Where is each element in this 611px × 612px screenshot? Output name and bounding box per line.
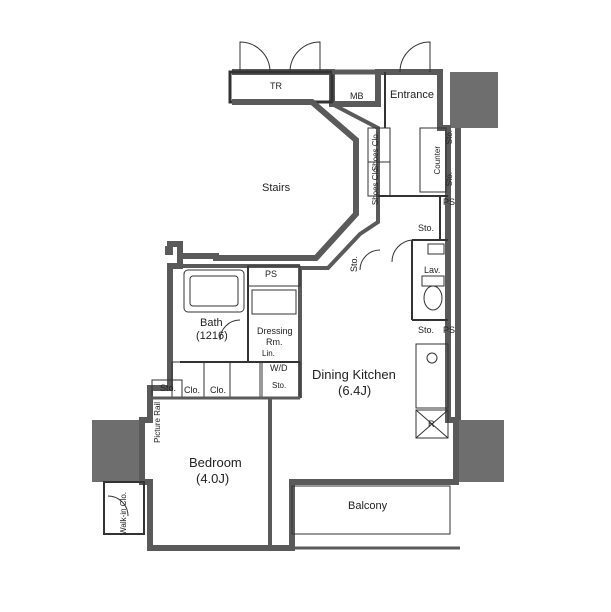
- label-sto-bed: Sto.: [160, 383, 177, 393]
- label-lin: Lin.: [262, 349, 275, 358]
- ps-box: [247, 265, 301, 287]
- door-swing-walkin: [107, 495, 129, 517]
- door-swing-bath: [219, 319, 241, 341]
- door-swing-lav: [391, 239, 413, 263]
- label-ps-top: PS: [443, 197, 456, 207]
- fridge: [415, 409, 449, 439]
- label-shoes-clo-bottom: Shoes Clo.: [371, 166, 380, 206]
- column-top-right: [450, 72, 498, 128]
- column-bottom-left: [92, 420, 142, 482]
- label-dk-size: (6.4J): [338, 383, 372, 398]
- label-ps-mid: PS: [265, 269, 278, 279]
- label-dressing-rm: Rm.: [266, 337, 283, 347]
- label-clo-b: Clo.: [210, 385, 227, 395]
- label-entrance: Entrance: [390, 89, 435, 101]
- column-bottom-right: [456, 420, 504, 482]
- label-dining-kitchen: Dining Kitchen: [312, 367, 396, 382]
- lav-sink: [427, 243, 445, 255]
- counter-box: [419, 127, 447, 193]
- label-clo-a: Clo.: [184, 385, 201, 395]
- fridge-x2: [415, 409, 449, 439]
- label-balcony: Balcony: [348, 500, 388, 512]
- label-bedroom-size: (4.0J): [196, 471, 230, 486]
- label-tr: TR: [270, 81, 282, 91]
- balcony-area: [291, 485, 451, 535]
- label-sto-entry: Sto.: [349, 256, 359, 273]
- stairs-wall: [177, 99, 359, 261]
- dressing-sink: [251, 289, 297, 315]
- label-mb: MB: [350, 91, 364, 101]
- label-ps-bottom: PS: [443, 325, 456, 335]
- label-sto-kitchen: Sto.: [418, 325, 435, 335]
- label-stairs: Stairs: [262, 182, 291, 194]
- label-counter: Counter: [433, 146, 442, 175]
- label-sto-wd: Sto.: [272, 381, 287, 390]
- door-swing-entry-sto: [359, 249, 381, 271]
- label-dressing: Dressing: [257, 326, 293, 336]
- label-picture-rail: Picture Rail: [153, 402, 162, 443]
- label-wd: W/D: [270, 363, 288, 373]
- stove: [426, 352, 438, 364]
- label-bedroom: Bedroom: [189, 455, 242, 470]
- kitchen-counter: [415, 343, 449, 409]
- door-swing-tr-right: [289, 41, 321, 73]
- label-fridge: R: [428, 419, 435, 429]
- stairs-wall-outer: [300, 102, 380, 270]
- label-sto-counter-bottom: Sto.: [445, 172, 454, 187]
- walkin-box: [103, 481, 145, 535]
- toilet-bowl: [423, 285, 443, 311]
- label-bath-size: (1216): [196, 330, 228, 342]
- bathtub-inner: [189, 275, 239, 307]
- bathtub: [183, 269, 245, 313]
- toilet-tank: [421, 275, 445, 287]
- label-bath: Bath: [200, 317, 223, 329]
- label-walkin: Walk-in Clo.: [119, 492, 128, 535]
- door-swing-tr-left: [239, 41, 271, 73]
- label-lav: Lav.: [424, 265, 441, 275]
- label-sto-lav: Sto.: [418, 223, 435, 233]
- door-swing-entrance: [399, 41, 431, 73]
- label-sto-counter-top: Sto.: [445, 130, 454, 145]
